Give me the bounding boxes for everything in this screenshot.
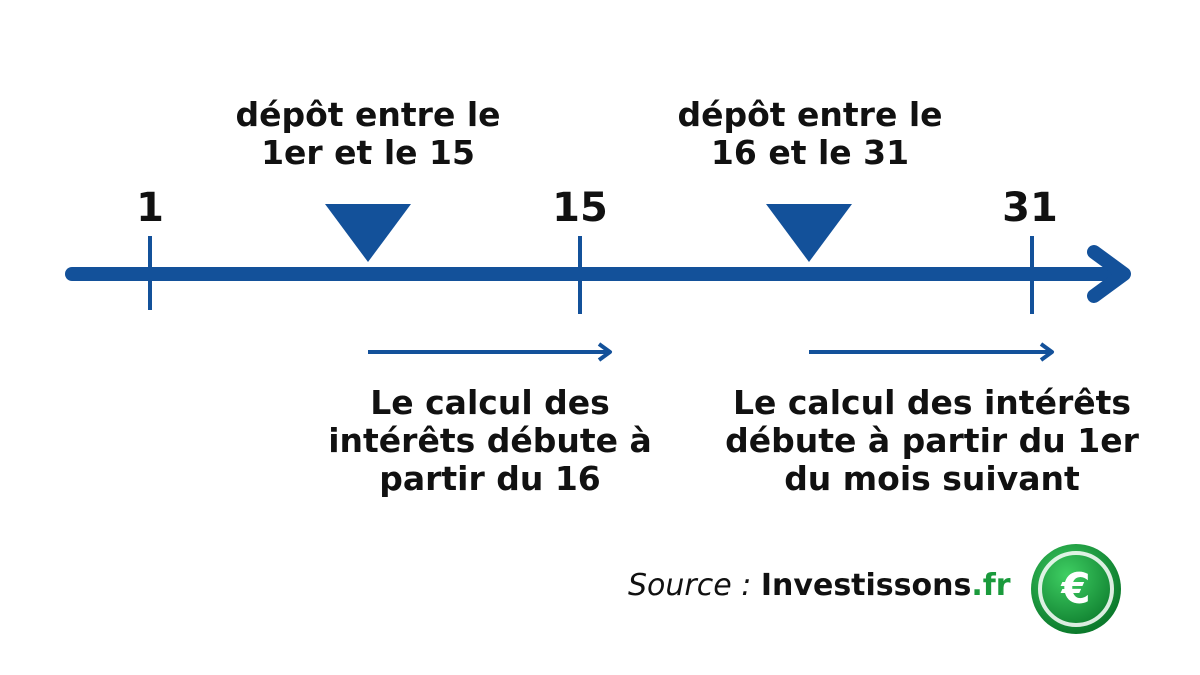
interest-note-2-line3: du mois suivant xyxy=(784,459,1080,498)
deposit-label-2-line2: 16 et le 31 xyxy=(710,133,910,172)
brand-name: Investissons xyxy=(760,568,972,603)
euro-coin-icon: € xyxy=(1031,544,1121,634)
deposit-marker-2 xyxy=(766,204,852,262)
tick-label-15: 15 xyxy=(552,185,608,231)
interest-note-1: Le calcul des intérêts débute à partir d… xyxy=(300,384,680,498)
deposit-marker-1 xyxy=(325,204,411,262)
brand-tld: .fr xyxy=(971,568,1011,603)
interest-arrow-1-head xyxy=(597,342,612,362)
interest-note-1-line3: partir du 16 xyxy=(379,459,601,498)
interest-note-2: Le calcul des intérêts débute à partir d… xyxy=(706,384,1158,498)
source-credit: Source : Investissons.fr xyxy=(628,568,1011,603)
interest-arrow-2-head xyxy=(1039,342,1054,362)
deposit-label-1: dépôt entre le 1er et le 15 xyxy=(208,96,528,172)
deposit-label-2-line1: dépôt entre le xyxy=(677,95,943,134)
deposit-label-1-line1: dépôt entre le xyxy=(235,95,501,134)
timeline-arrowhead xyxy=(1087,245,1131,303)
interest-note-1-line1: Le calcul des xyxy=(370,383,610,422)
deposit-label-2: dépôt entre le 16 et le 31 xyxy=(650,96,970,172)
tick-label-1: 1 xyxy=(136,185,164,231)
source-label: Source : xyxy=(628,568,752,603)
tick-label-31: 31 xyxy=(1002,185,1058,231)
interest-note-1-line2: intérêts débute à xyxy=(328,421,652,460)
interest-note-2-line2: débute à partir du 1er xyxy=(725,421,1139,460)
interest-note-2-line1: Le calcul des intérêts xyxy=(732,383,1132,422)
deposit-label-1-line2: 1er et le 15 xyxy=(261,133,475,172)
logo-symbol: € xyxy=(1060,564,1090,613)
